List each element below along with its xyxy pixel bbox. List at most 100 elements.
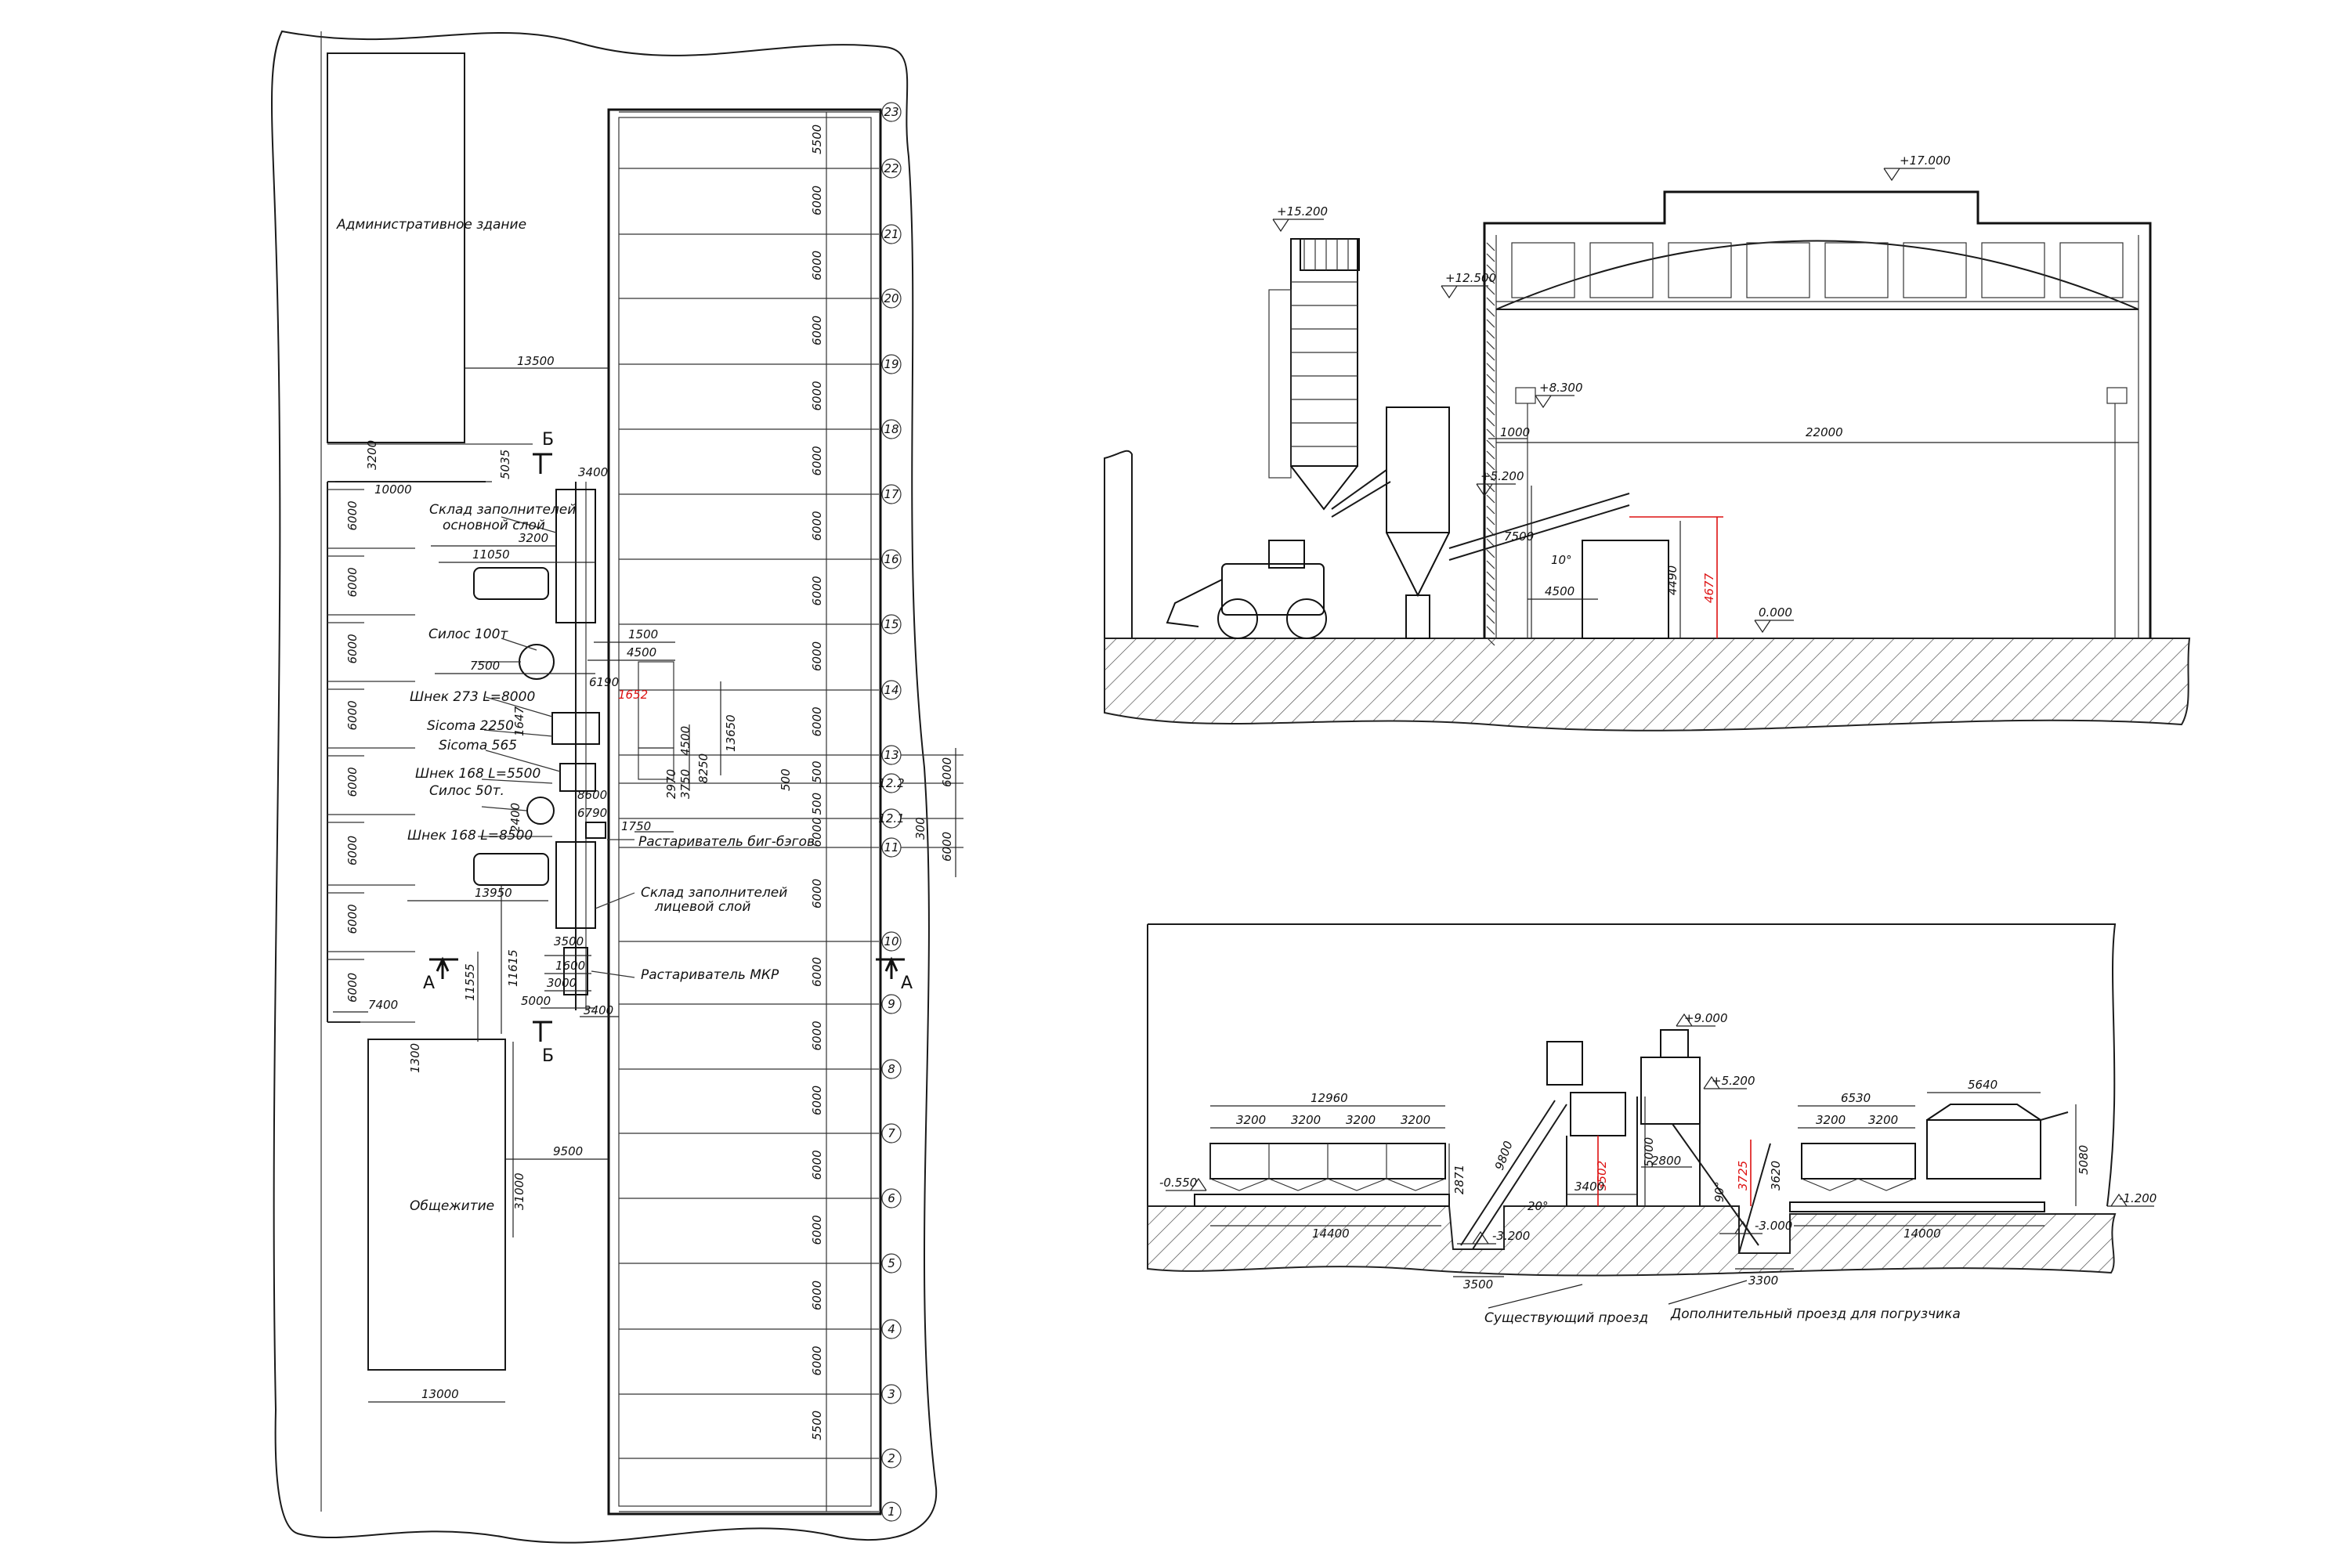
dim-11615: 11615 xyxy=(506,949,520,987)
dim-bb-7500: 7500 xyxy=(1504,529,1534,544)
dim-5000: 5000 xyxy=(521,994,551,1008)
dim-bb-4490: 4490 xyxy=(1665,565,1679,595)
axis-bubble xyxy=(881,1319,902,1339)
axis-bubble xyxy=(881,224,902,244)
right-dim-3: 6000 xyxy=(940,832,954,862)
bay-dim: 6000 xyxy=(810,251,824,280)
dim-bb-22000: 22000 xyxy=(1806,425,1843,439)
bay-dim: 6000 xyxy=(810,879,824,909)
axis-bubble xyxy=(881,1123,902,1143)
axis-number: 1 xyxy=(888,1505,895,1519)
bay-dimensions: 5500600060006000600060006000600060006000… xyxy=(810,125,824,1440)
dim-aa-3400: 3400 xyxy=(1574,1180,1604,1194)
dim-3200b: 3200 xyxy=(519,531,548,545)
admin-building-label: Административное здание xyxy=(336,217,526,233)
dim-aa-6530: 6530 xyxy=(1841,1091,1871,1105)
dim-aa-14400: 14400 xyxy=(1312,1227,1350,1241)
conveyor-bb xyxy=(1448,493,1630,549)
bay-dim: 5500 xyxy=(810,1411,824,1440)
label-screw-273: Шнек 273 L=8000 xyxy=(410,689,535,705)
dim-4500: 4500 xyxy=(627,645,656,659)
section-b-bottom: Б xyxy=(533,1021,554,1066)
dim-11555: 11555 xyxy=(463,963,477,1001)
axis-number: 20 xyxy=(884,291,898,305)
level-12500: +12.500 xyxy=(1445,271,1496,285)
axis-number: 5 xyxy=(888,1256,895,1270)
label-dispenser-bigbag: Растариватель биг-бэгов xyxy=(638,834,815,850)
bay-dim: 6000 xyxy=(810,511,824,540)
silo-50 xyxy=(526,797,555,825)
dim-1500: 1500 xyxy=(628,627,658,641)
axis-bubble xyxy=(881,994,902,1014)
dim-6190: 6190 xyxy=(589,675,619,689)
axis-bubble xyxy=(881,614,902,634)
axis-bubble xyxy=(881,288,902,309)
dim-aa-2871: 2871 xyxy=(1452,1165,1466,1194)
axis-number: 8 xyxy=(888,1062,895,1076)
dim-3200a: 3200 xyxy=(365,440,379,470)
dim-aa-5000: 5000 xyxy=(1642,1137,1656,1167)
dormitory xyxy=(367,1039,506,1371)
section-b-top: Б xyxy=(533,430,554,474)
axis-number: 2 xyxy=(888,1451,895,1465)
conveyor-aa-1 xyxy=(1460,1100,1556,1246)
level-17000: +17.000 xyxy=(1900,154,1950,168)
bay-dim: 5500 xyxy=(810,125,824,154)
axis-number: 3 xyxy=(888,1387,895,1401)
ground-bb xyxy=(1104,638,2191,732)
dim-3500: 3500 xyxy=(554,934,584,948)
axis-bubble xyxy=(881,1188,902,1209)
bay-dim: 6000 xyxy=(810,316,824,345)
dormitory-label: Общежитие xyxy=(410,1198,494,1214)
dim-aa-20deg: 20° xyxy=(1528,1199,1549,1213)
mixer-tower xyxy=(1386,406,1450,533)
dim-13500: 13500 xyxy=(517,354,555,368)
axis-number: 10 xyxy=(884,934,898,948)
dim-aa-3502: 3502 xyxy=(1595,1161,1609,1190)
axis-number: 19 xyxy=(884,357,898,371)
dim-3000: 3000 xyxy=(547,976,577,990)
svg-text:А: А xyxy=(901,974,913,993)
hopper-bank-right xyxy=(1789,1104,2069,1212)
axis-number: 17 xyxy=(884,487,899,501)
axis-number: 6 xyxy=(888,1191,895,1205)
level-8300: +8.300 xyxy=(1539,381,1583,395)
dim-3750: 3750 xyxy=(678,769,692,799)
left-bay-dim: 6000 xyxy=(345,634,360,663)
dim-aa-2800: 2800 xyxy=(1651,1154,1681,1168)
right-dim-2: 300 xyxy=(913,817,927,840)
bay-dim: 6000 xyxy=(810,1086,824,1115)
axis-bubble xyxy=(881,680,902,700)
dim-bb-4500: 4500 xyxy=(1545,584,1574,598)
grid-axes: 232221201918171615141312.212.11110987654… xyxy=(619,102,964,1522)
dim-1750: 1750 xyxy=(621,819,651,833)
section-a-left: А xyxy=(423,956,458,993)
bay-dim: 6000 xyxy=(810,446,824,475)
bay-dim: 6000 xyxy=(810,1150,824,1180)
svg-text:Б: Б xyxy=(542,1046,554,1066)
dim-1600: 1600 xyxy=(555,959,585,973)
dim-13650: 13650 xyxy=(724,714,738,752)
bay-dim: 6000 xyxy=(810,641,824,671)
level-aa-9000: +9.000 xyxy=(1684,1011,1728,1025)
dim-7400: 7400 xyxy=(368,998,398,1012)
axis-bubble xyxy=(881,549,902,569)
axis-number: 21 xyxy=(884,227,898,241)
dim-bb-1000: 1000 xyxy=(1500,425,1530,439)
dim-31000: 31000 xyxy=(512,1172,526,1210)
dim-4500b: 4500 xyxy=(678,726,692,756)
label-screw-168a: Шнек 168 L=5500 xyxy=(415,766,540,782)
dim-aa-3620: 3620 xyxy=(1769,1161,1783,1190)
level-aa-5200: +5.200 xyxy=(1712,1074,1755,1088)
axis-bubble xyxy=(881,419,902,439)
dim-aa-14000: 14000 xyxy=(1904,1227,1941,1241)
dim-aa-3500: 3500 xyxy=(1463,1277,1493,1292)
dim-3400a: 3400 xyxy=(578,465,608,479)
axis-bubble xyxy=(881,931,902,952)
hall-hopper xyxy=(1582,540,1669,639)
axis-bubble xyxy=(881,1384,902,1404)
site-boundary xyxy=(271,30,938,1544)
dim-5035: 5035 xyxy=(498,450,512,479)
